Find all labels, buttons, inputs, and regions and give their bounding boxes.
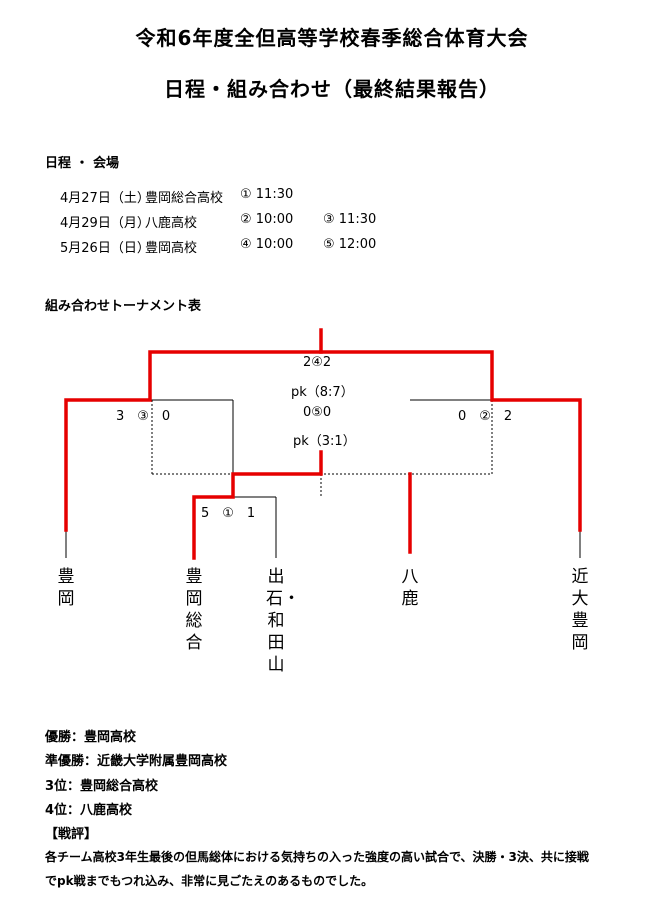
match3-score: 3 ③ 0 [116,409,171,424]
schedule-date-2: 4月29日（月） [60,216,150,231]
team-izushi-wadayama: 出石・和田山 [266,567,300,675]
match1-score: 5 ① 1 [201,506,256,521]
result-first: 優勝：豊岡高校 [45,730,137,745]
schedule-venue-2: 八鹿高校 [145,216,198,231]
schedule-slot-3: ③ 11:30 [323,212,377,227]
third-place-pk: pk（3:1） [293,434,356,449]
schedule-date-1: 4月27日（土） [60,191,150,206]
schedule-heading: 日程 ・ 会場 [45,156,120,171]
third-place-score: 0⑤0 [303,405,332,420]
schedule-date-3: 5月26日（日） [60,241,150,256]
page-subtitle: 日程・組み合わせ（最終結果報告） [164,77,500,101]
page-title: 令和6年度全但高等学校春季総合体育大会 [135,26,529,50]
bracket-heading: 組み合わせトーナメント表 [45,299,202,314]
winner-path-toyooka [64,328,323,532]
match2-score: 0 ② 2 [458,409,513,424]
review-line-1: 各チーム高校3年生最後の但馬総体における気持ちの入った強度の高い試合で、決勝・3… [45,850,589,864]
final-pk: pk（8:7） [291,385,354,400]
schedule-slot-1: ① 11:30 [240,187,294,202]
result-fourth: 4位：八鹿高校 [45,803,133,818]
team-toyooka: 豊岡 [57,567,75,609]
review-heading: 【戦評】 [45,827,98,842]
team-toyooka-sogo: 豊岡総合 [185,567,203,653]
schedule-venue-1: 豊岡総合高校 [145,191,224,206]
bracket-winner-paths [64,328,582,560]
schedule-slot-5: ⑤ 12:00 [323,237,377,252]
schedule-venue-3: 豊岡高校 [145,241,198,256]
final-score: 2④2 [303,355,332,370]
schedule-slot-2: ② 10:00 [240,212,294,227]
review-line-2: でpk戦までもつれ込み、非常に見ごたえのあるものでした。 [45,874,374,888]
winner-path-toyooka-sogo [192,450,323,560]
winner-path-kindai [319,350,582,532]
schedule-slot-4: ④ 10:00 [240,237,294,252]
team-yoka: 八鹿 [401,567,419,609]
result-third: 3位：豊岡総合高校 [45,779,159,794]
team-kindai-toyooka: 近大豊岡 [571,567,589,653]
result-second: 準優勝：近畿大学附属豊岡高校 [45,754,228,769]
